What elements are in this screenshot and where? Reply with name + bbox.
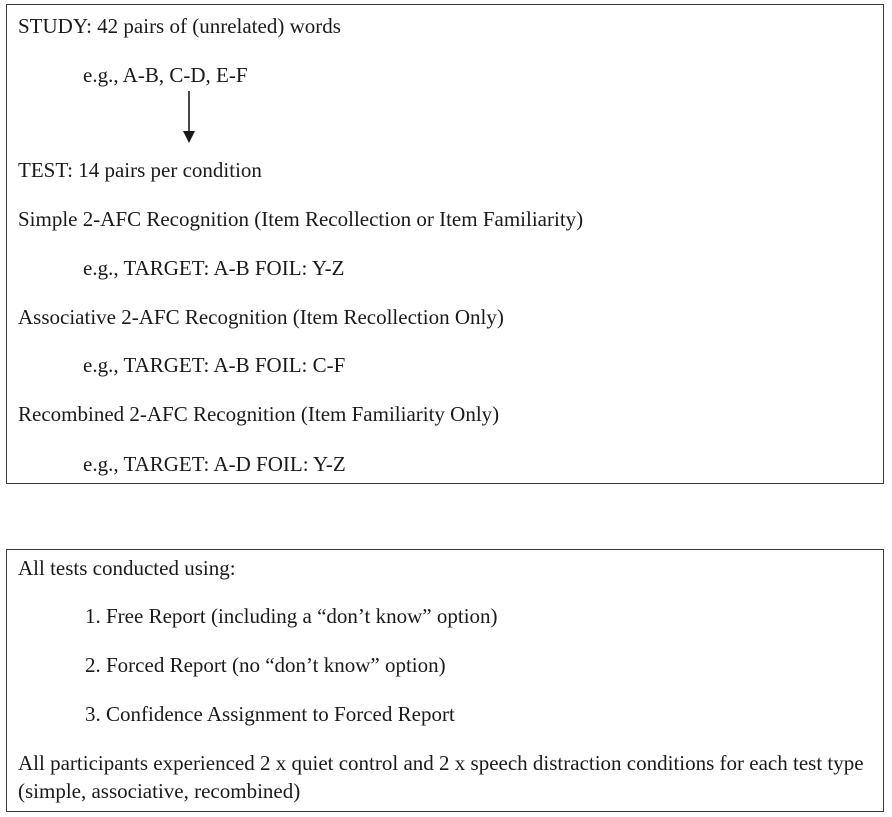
condition-associative-label: Associative 2-AFC Recognition (Item Reco… — [18, 305, 504, 329]
test-methods-box: All tests conducted using: 1. Free Repor… — [6, 549, 884, 812]
method-forced-report: 2. Forced Report (no “don’t know” option… — [85, 653, 446, 677]
condition-simple-example: e.g., TARGET: A-B FOIL: Y-Z — [83, 256, 345, 280]
study-test-box: STUDY: 42 pairs of (unrelated) words e.g… — [6, 4, 884, 484]
condition-simple-label: Simple 2-AFC Recognition (Item Recollect… — [18, 207, 584, 231]
method-confidence-assignment: 3. Confidence Assignment to Forced Repor… — [85, 702, 455, 726]
condition-recombined-label: Recombined 2-AFC Recognition (Item Famil… — [18, 402, 500, 426]
study-example: e.g., A-B, C-D, E-F — [83, 63, 248, 87]
participants-footer: All participants experienced 2 x quiet c… — [18, 751, 864, 803]
condition-associative-example: e.g., TARGET: A-B FOIL: C-F — [83, 353, 346, 377]
method-free-report: 1. Free Report (including a “don’t know”… — [85, 604, 498, 628]
condition-recombined-example: e.g., TARGET: A-D FOIL: Y-Z — [83, 452, 346, 476]
test-heading: TEST: 14 pairs per condition — [18, 158, 262, 182]
study-heading: STUDY: 42 pairs of (unrelated) words — [18, 14, 341, 38]
down-arrow-icon — [183, 91, 195, 143]
methods-heading: All tests conducted using: — [18, 556, 236, 580]
